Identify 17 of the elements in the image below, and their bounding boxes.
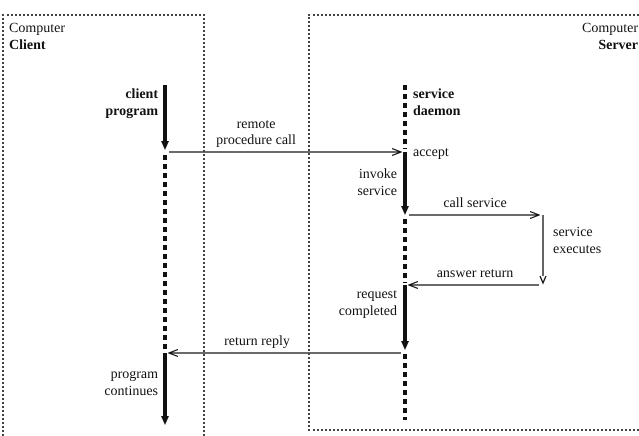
message-arrow (168, 348, 401, 358)
message-arrow (409, 210, 540, 220)
frame-title: Computer (582, 20, 638, 37)
edge-label: remote procedure call (216, 117, 296, 149)
message-arrow (169, 148, 402, 156)
lifeline-label: client program (104, 86, 158, 120)
message-arrow (408, 280, 539, 290)
frame-title: Computer (9, 20, 65, 37)
lifeline-label: service executes (553, 224, 602, 258)
frame-title: Client (9, 37, 46, 54)
computer-frame (2, 14, 205, 436)
lifeline-label: accept (413, 144, 450, 161)
lifeline-label: invoke service (356, 166, 397, 200)
lifeline-label: request completed (338, 286, 397, 320)
lifeline-label: service daemon (413, 86, 462, 120)
lifeline-label: program continues (103, 366, 158, 400)
frame-title: Server (598, 37, 638, 54)
